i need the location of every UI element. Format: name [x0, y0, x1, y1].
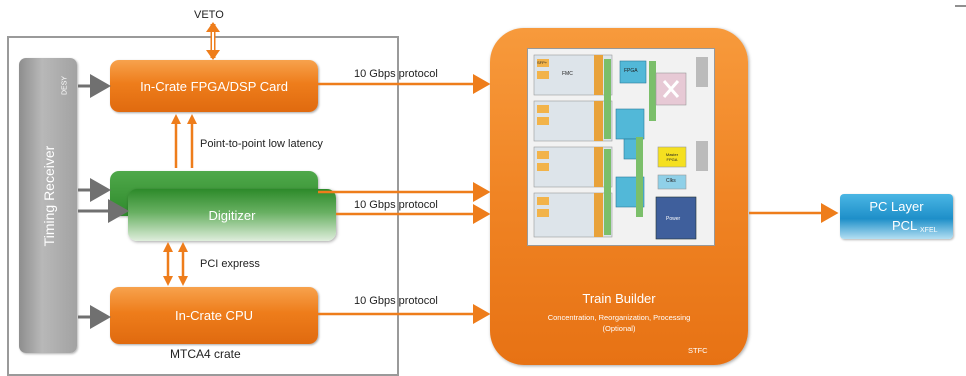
veto-arrow [206, 22, 220, 60]
digitizer-label: Digitizer [208, 207, 256, 223]
link-label-bottom: 10 Gbps protocol [354, 295, 438, 307]
board-fpga-label: FPGA [624, 68, 638, 74]
board-sfp-label: SFP+ [537, 60, 548, 65]
train-builder-optional: (Optional) [602, 324, 636, 333]
pci-arrows [163, 242, 188, 286]
link-label-middle: 10 Gbps protocol [354, 199, 438, 211]
digitizer-card: Digitizer [128, 189, 336, 241]
p2p-label: Point-to-point low latency [200, 138, 323, 150]
train-builder-title: Train Builder [582, 291, 656, 306]
link-label-top: 10 Gbps protocol [354, 68, 438, 80]
connector-layer [78, 5, 966, 329]
crate-label: MTCA4 crate [170, 347, 241, 361]
board-clks-label: Clks [666, 178, 676, 184]
xfel-subscript: XFEL [920, 227, 938, 234]
board-power-label: Power [666, 216, 681, 222]
timing-receiver: Timing Receiver DESY [19, 58, 77, 353]
pc-layer-title: PC Layer [869, 199, 924, 214]
pc-layer: PC Layer PCL XFEL [840, 194, 953, 239]
train-builder-board: SFP+ FMC FPGA Master FPGA Clks Power [527, 48, 715, 246]
board-master-fpga-label: Master FPGA [665, 152, 679, 162]
stfc-tag: STFC [688, 346, 708, 355]
board-schematic [533, 54, 708, 240]
pcl-label: PCL [892, 218, 918, 233]
fpga-dsp-card: In-Crate FPGA/DSP Card [110, 60, 318, 112]
train-builder-subtitle: Concentration, Reorganization, Processin… [547, 313, 691, 322]
fpga-dsp-card-label: In-Crate FPGA/DSP Card [140, 78, 288, 94]
pci-express-label: PCI express [200, 258, 260, 270]
in-crate-cpu: In-Crate CPU [110, 287, 318, 344]
board-fmc-label: FMC [562, 71, 573, 77]
in-crate-cpu-label: In-Crate CPU [174, 308, 254, 323]
veto-label: VETO [194, 9, 224, 21]
p2p-arrows [171, 114, 197, 168]
